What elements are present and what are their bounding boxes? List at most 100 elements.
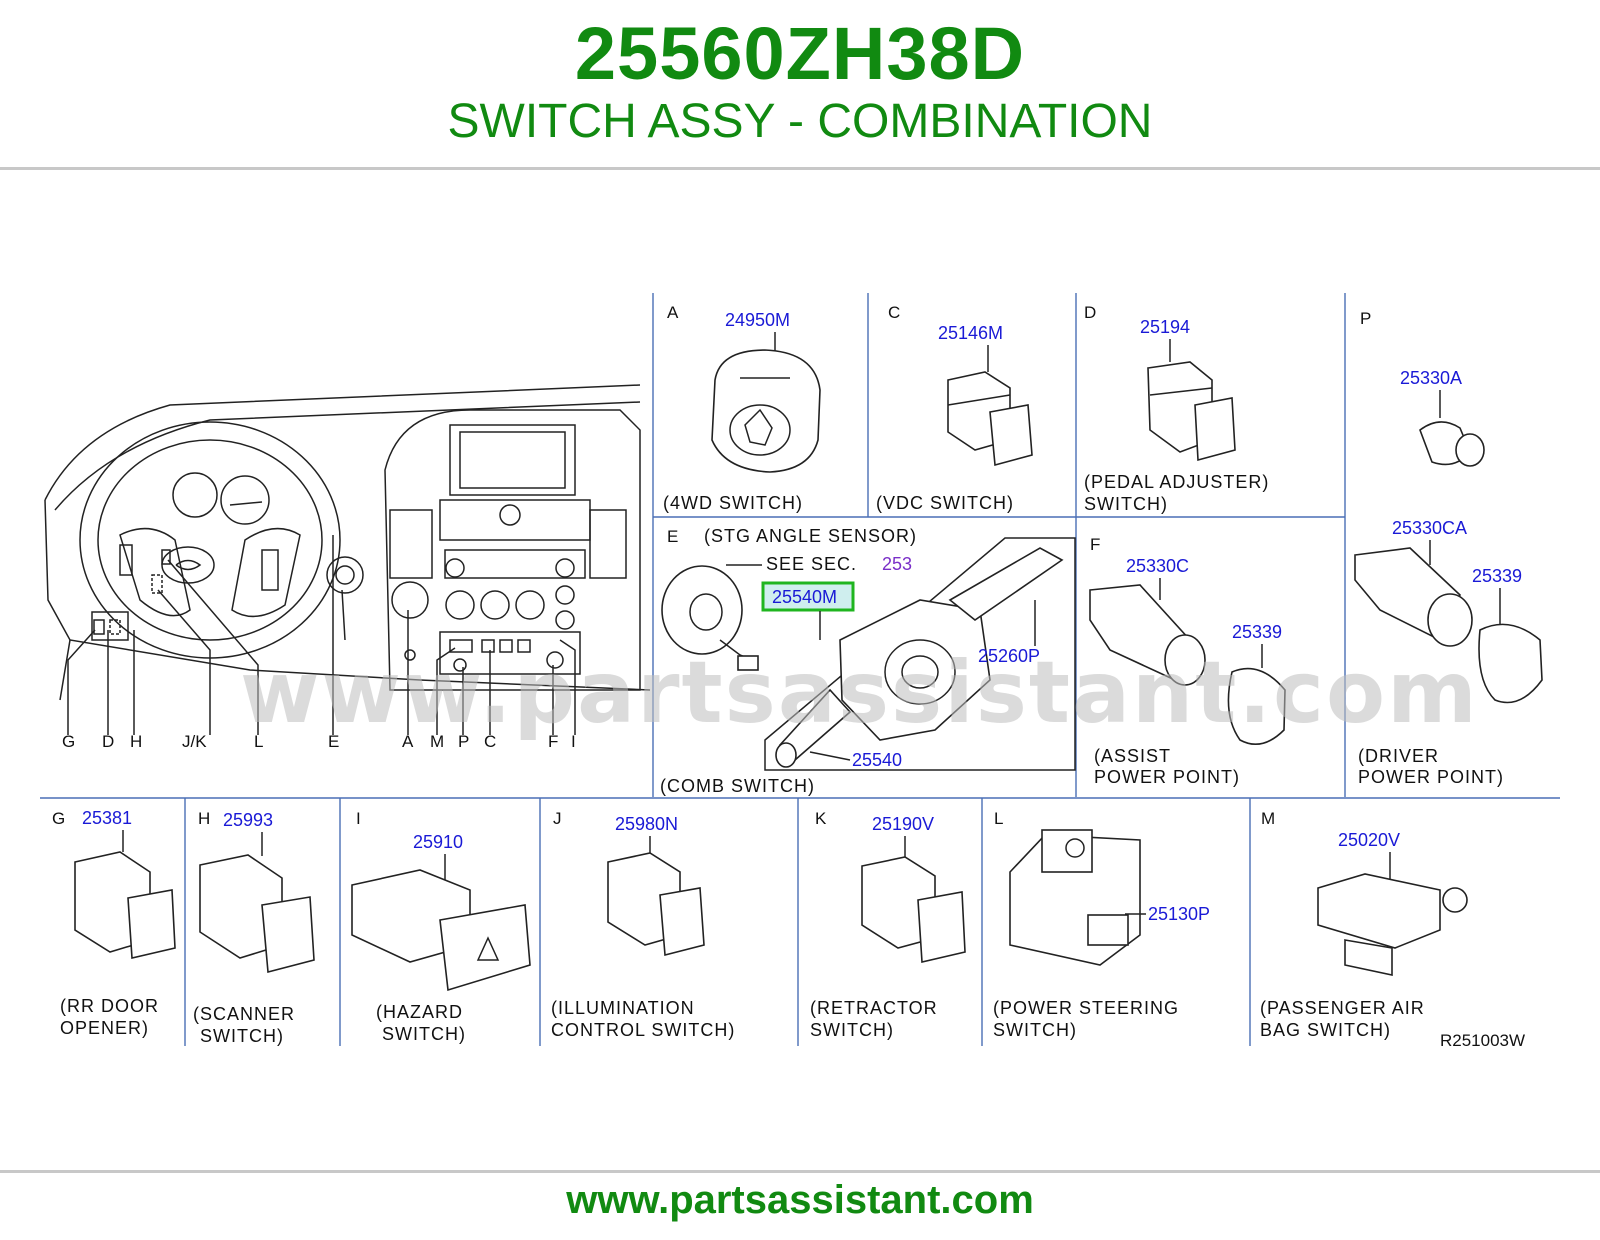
caption-passenger-airbag-1: (PASSENGER AIR [1260, 998, 1425, 1018]
panel-letter-c: C [888, 303, 900, 322]
caption-hazard-1: (HAZARD [376, 1002, 463, 1022]
section-reference-253: 253 [882, 554, 912, 574]
panel-letter-k: K [815, 809, 827, 828]
dash-letter-c: C [484, 732, 496, 751]
dash-letter-m: M [430, 732, 444, 751]
dash-letter-e: E [328, 732, 339, 751]
panel-e: E (STG ANGLE SENSOR) SEE SEC. 253 25540M… [660, 526, 1076, 796]
caption-driver-power-1: (DRIVER [1358, 746, 1439, 766]
dash-letter-f: F [548, 732, 558, 751]
caption-power-steering-1: (POWER STEERING [993, 998, 1179, 1018]
panel-c: C 25146M (VDC SWITCH) [876, 303, 1033, 513]
caption-passenger-airbag-2: BAG SWITCH) [1260, 1020, 1391, 1040]
panel-k: K 25190V (RETRACTOR SWITCH) [810, 809, 966, 1040]
panel-h: H 25993 (SCANNER SWITCH) [193, 809, 315, 1046]
panel-letter-p: P [1360, 309, 1371, 328]
panel-letter-l: L [994, 809, 1003, 828]
part-number-25330a: 25330A [1400, 368, 1462, 388]
footer-divider [0, 1170, 1600, 1173]
panel-letter-d: D [1084, 303, 1096, 322]
dashboard-letters: G D H J/K L E A M P C F I [62, 732, 576, 751]
panel-letter-a: A [667, 303, 679, 322]
caption-assist-power-1: (ASSIST [1094, 746, 1171, 766]
panel-m: M 25020V (PASSENGER AIR BAG SWITCH) R251… [1260, 809, 1525, 1050]
caption-4wd-switch: (4WD SWITCH) [663, 493, 803, 513]
panel-i: I 25910 (HAZARD SWITCH) [351, 809, 531, 1044]
panel-l: L 25130P (POWER STEERING SWITCH) [993, 809, 1210, 1040]
footer-url-link[interactable]: www.partsassistant.com [566, 1178, 1034, 1222]
part-number-25020v: 25020V [1338, 830, 1400, 850]
panel-g: G 25381 (RR DOOR OPENER) [52, 808, 176, 1038]
watermark: www.partsassistant.com [240, 643, 1479, 743]
caption-driver-power-2: POWER POINT) [1358, 767, 1504, 787]
caption-scanner-2: SWITCH) [200, 1026, 284, 1046]
part-number-24950m: 24950M [725, 310, 790, 330]
part-number-25980n: 25980N [615, 814, 678, 834]
page-title-part-number: 25560ZH38D [574, 12, 1026, 95]
panel-letter-e: E [667, 527, 678, 546]
dash-letter-l: L [254, 732, 263, 751]
caption-pedal-adjuster-1: (PEDAL ADJUSTER) [1084, 472, 1269, 492]
part-number-25194: 25194 [1140, 317, 1190, 337]
dash-letter-jk: J/K [182, 732, 207, 751]
caption-hazard-2: SWITCH) [382, 1024, 466, 1044]
steering-angle-sensor-drawing [661, 565, 743, 655]
caption-pedal-adjuster-2: SWITCH) [1084, 494, 1168, 514]
stg-angle-sensor-label: (STG ANGLE SENSOR) [704, 526, 917, 546]
caption-vdc-switch: (VDC SWITCH) [876, 493, 1014, 513]
caption-illumination-2: CONTROL SWITCH) [551, 1020, 735, 1040]
part-number-25330ca: 25330CA [1392, 518, 1467, 538]
dash-letter-g: G [62, 732, 75, 751]
panel-letter-j: J [553, 809, 562, 828]
part-number-25339-p: 25339 [1472, 566, 1522, 586]
caption-comb-switch: (COMB SWITCH) [660, 776, 815, 796]
highlight-box-25540m [761, 581, 855, 612]
dash-letter-p: P [458, 732, 469, 751]
part-number-25540: 25540 [852, 750, 902, 770]
header-divider [0, 167, 1600, 170]
dash-letter-i: I [571, 732, 576, 751]
part-number-25130p: 25130P [1148, 904, 1210, 924]
dashboard-overview [44, 384, 651, 735]
caption-scanner-1: (SCANNER [193, 1004, 295, 1024]
part-number-25190v: 25190V [872, 814, 934, 834]
part-number-25993: 25993 [223, 810, 273, 830]
caption-assist-power-2: POWER POINT) [1094, 767, 1240, 787]
diagram-code: R251003W [1440, 1031, 1525, 1050]
panel-letter-f: F [1090, 535, 1100, 554]
part-number-25330c: 25330C [1126, 556, 1189, 576]
see-section-label: SEE SEC. [766, 554, 857, 574]
caption-retractor-1: (RETRACTOR [810, 998, 938, 1018]
panel-a: A 24950M (4WD SWITCH) [663, 303, 821, 513]
dash-letter-a: A [402, 732, 414, 751]
caption-retractor-2: SWITCH) [810, 1020, 894, 1040]
dash-letter-h: H [130, 732, 142, 751]
part-number-25910: 25910 [413, 832, 463, 852]
part-number-25339-f: 25339 [1232, 622, 1282, 642]
caption-power-steering-2: SWITCH) [993, 1020, 1077, 1040]
panel-letter-h: H [198, 809, 210, 828]
panel-letter-g: G [52, 809, 65, 828]
panel-p: P 25330A 25330CA 25339 (DRIVER POWER POI… [1354, 309, 1543, 787]
dash-letter-d: D [102, 732, 114, 751]
passenger-airbag-switch-drawing [1317, 873, 1441, 949]
panel-d: D 25194 (PEDAL ADJUSTER) SWITCH) [1084, 303, 1269, 514]
part-number-25260p: 25260P [978, 646, 1040, 666]
assist-power-point-plug-drawing [1227, 667, 1286, 746]
panel-f: F 25330C 25339 (ASSIST POWER POINT) [1089, 535, 1286, 787]
panel-letter-m: M [1261, 809, 1275, 828]
part-number-25146m: 25146M [938, 323, 1003, 343]
caption-rr-door-1: (RR DOOR [60, 996, 159, 1016]
panel-letter-i: I [356, 809, 361, 828]
comb-switch-drawing [839, 599, 991, 741]
driver-power-point-plug-drawing [1478, 623, 1543, 704]
part-number-25381: 25381 [82, 808, 132, 828]
caption-illumination-1: (ILLUMINATION [551, 998, 695, 1018]
caption-rr-door-2: OPENER) [60, 1018, 149, 1038]
4wd-switch-drawing [711, 349, 821, 473]
panel-j: J 25980N (ILLUMINATION CONTROL SWITCH) [551, 809, 735, 1040]
part-number-25540m-highlighted: 25540M [772, 587, 837, 607]
page-subtitle-description: SWITCH ASSY - COMBINATION [447, 95, 1153, 148]
panel-separators [40, 293, 1560, 1046]
